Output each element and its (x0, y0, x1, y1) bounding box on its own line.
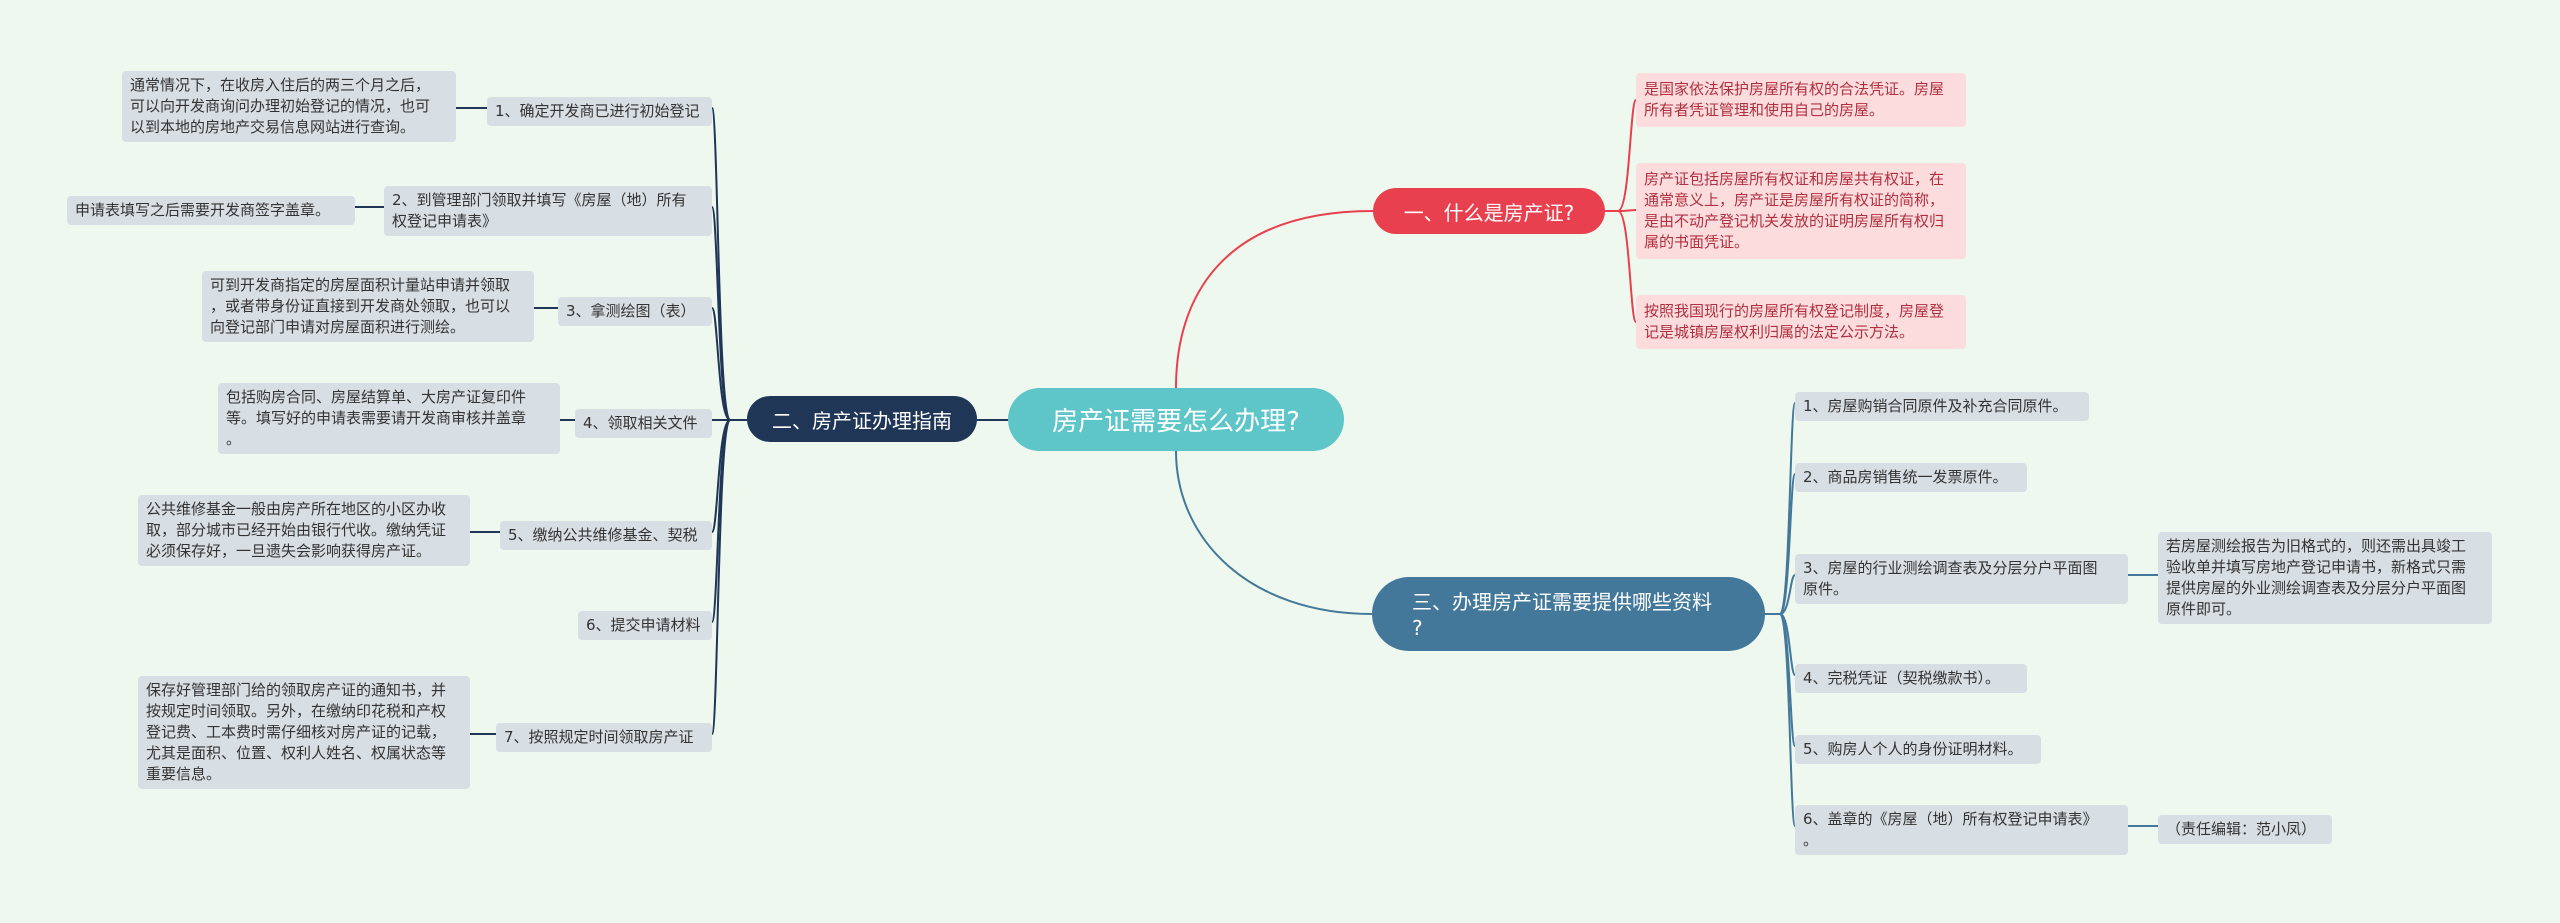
branch-what-is-property-certificate[interactable]: 一、什么是房产证? (1373, 188, 1605, 234)
document-item[interactable]: 1、房屋购销合同原件及补充合同原件。 (1795, 392, 2089, 421)
guide-step[interactable]: 6、提交申请材料 (578, 611, 712, 640)
branch1-item[interactable]: 房产证包括房屋所有权证和房屋共有权证，在 通常意义上，房产证是房屋所有权证的简称… (1636, 163, 1966, 259)
document-item[interactable]: 4、完税凭证（契税缴款书）。 (1795, 664, 2027, 693)
guide-step[interactable]: 3、拿测绘图（表） (558, 297, 712, 326)
document-item[interactable]: 3、房屋的行业测绘调查表及分层分户平面图 原件。 (1795, 554, 2128, 604)
document-item[interactable]: 5、购房人个人的身份证明材料。 (1795, 735, 2041, 764)
guide-step[interactable]: 5、缴纳公共维修基金、契税 (500, 521, 712, 550)
guide-step[interactable]: 1、确定开发商已进行初始登记 (487, 97, 712, 126)
root-topic[interactable]: 房产证需要怎么办理? (1008, 388, 1344, 451)
guide-step[interactable]: 4、领取相关文件 (575, 409, 712, 438)
document-item[interactable]: 2、商品房销售统一发票原件。 (1795, 463, 2027, 492)
guide-step[interactable]: 7、按照规定时间领取房产证 (496, 723, 712, 752)
guide-step-note[interactable]: 包括购房合同、房屋结算单、大房产证复印件 等。填写好的申请表需要请开发商审核并盖… (218, 383, 560, 454)
document-item-note[interactable]: 若房屋测绘报告为旧格式的，则还需出具竣工 验收单并填写房地产登记申请书，新格式只… (2158, 532, 2492, 624)
branch-application-guide[interactable]: 二、房产证办理指南 (747, 396, 977, 442)
guide-step-note[interactable]: 可到开发商指定的房屋面积计量站申请并领取 ，或者带身份证直接到开发商处领取，也可… (202, 271, 534, 342)
branch1-item[interactable]: 按照我国现行的房屋所有权登记制度，房屋登 记是城镇房屋权利归属的法定公示方法。 (1636, 295, 1966, 349)
guide-step[interactable]: 2、到管理部门领取并填写《房屋（地）所有 权登记申请表》 (384, 186, 712, 236)
document-item-note[interactable]: （责任编辑：范小凤） (2158, 815, 2332, 844)
branch1-item[interactable]: 是国家依法保护房屋所有权的合法凭证。房屋 所有者凭证管理和使用自己的房屋。 (1636, 73, 1966, 127)
branch-required-documents[interactable]: 三、办理房产证需要提供哪些资料 ? (1372, 577, 1765, 651)
guide-step-note[interactable]: 保存好管理部门给的领取房产证的通知书，并 按规定时间领取。另外，在缴纳印花税和产… (138, 676, 470, 789)
guide-step-note[interactable]: 申请表填写之后需要开发商签字盖章。 (67, 196, 355, 225)
guide-step-note[interactable]: 公共维修基金一般由房产所在地区的小区办收 取，部分城市已经开始由银行代收。缴纳凭… (138, 495, 470, 566)
guide-step-note[interactable]: 通常情况下，在收房入住后的两三个月之后， 可以向开发商询问办理初始登记的情况，也… (122, 71, 456, 142)
document-item[interactable]: 6、盖章的《房屋（地）所有权登记申请表》 。 (1795, 805, 2128, 855)
